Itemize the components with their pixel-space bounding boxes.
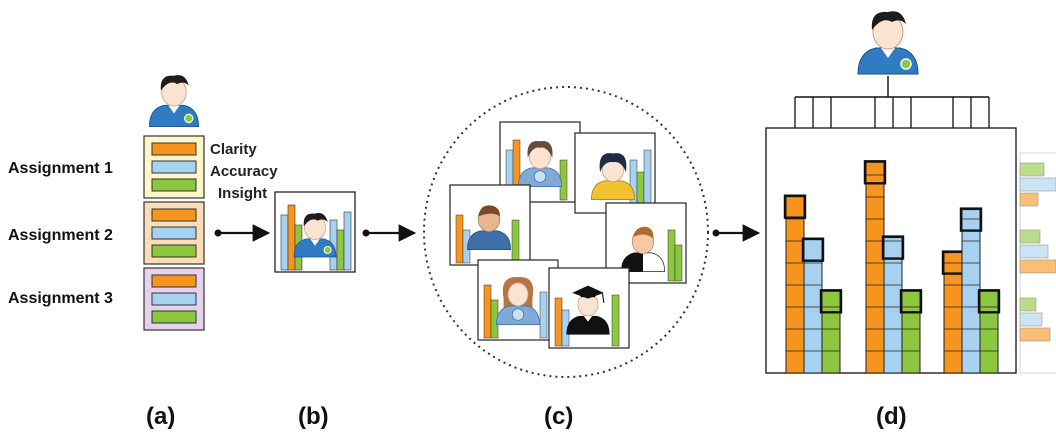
- score-bar-green: [979, 290, 999, 374]
- score-bar-cap: [899, 289, 923, 314]
- caption-c: (c): [544, 403, 573, 430]
- assignment-1-label: Assignment 1: [8, 160, 113, 177]
- score-bars: [783, 160, 1001, 374]
- assignment-3-label: Assignment 3: [8, 290, 113, 307]
- panel-b: [274, 191, 417, 273]
- score-bar-cap: [819, 289, 843, 314]
- arrow-right-icon: [712, 224, 761, 242]
- criterion-clarity: Clarity: [210, 141, 257, 158]
- score-bar-orange: [865, 161, 885, 374]
- user-avatar-icon: [148, 74, 200, 128]
- score-bar-green: [901, 290, 921, 374]
- arrow-right-icon: [362, 224, 417, 242]
- caption-d: (d): [876, 403, 907, 430]
- score-bar-cap: [783, 194, 807, 219]
- score-bar-orange: [943, 252, 963, 374]
- reviewer-card: [449, 184, 531, 266]
- assignment-2-label: Assignment 2: [8, 227, 113, 244]
- score-bar-cap: [801, 237, 825, 262]
- assignment-1-card: [143, 135, 205, 199]
- score-bar-cap: [959, 207, 983, 232]
- reviewer-avatar-icon: [467, 205, 511, 250]
- panel-a: Assignment 1 Assignment 2 Assignment 3 C…: [8, 74, 278, 331]
- background-chart-fragment: [1019, 152, 1056, 374]
- reviewer-card: [574, 132, 656, 214]
- arrow-right-icon: [214, 224, 271, 242]
- peer-pool-circle: [423, 86, 709, 378]
- reviewer-card: [499, 121, 581, 203]
- score-bar-blue: [961, 209, 981, 374]
- panel-c: [423, 86, 761, 378]
- score-bar-cap: [977, 289, 1001, 314]
- reviewer-avatar-icon: [496, 276, 540, 325]
- caption-a: (a): [146, 403, 175, 430]
- assignment-3-card: [143, 267, 205, 331]
- reviewer-avatar-icon: [518, 141, 562, 187]
- user-avatar-icon: [857, 10, 919, 75]
- score-bar-green: [821, 290, 841, 374]
- reviewer-card: [548, 267, 630, 349]
- criterion-accuracy: Accuracy: [210, 163, 278, 180]
- reviewer-card: [605, 202, 687, 284]
- criterion-insight: Insight: [218, 185, 267, 202]
- score-bar-cap: [863, 160, 887, 185]
- panel-d: [765, 10, 1056, 374]
- caption-b: (b): [298, 403, 329, 430]
- reviewer-card: [477, 259, 559, 341]
- reviewer-avatar-icon: [621, 226, 665, 272]
- assignment-2-card: [143, 201, 205, 265]
- graduate-avatar-icon: [566, 285, 610, 335]
- score-bar-cap: [881, 235, 905, 260]
- reviewer-avatar-icon: [591, 153, 635, 200]
